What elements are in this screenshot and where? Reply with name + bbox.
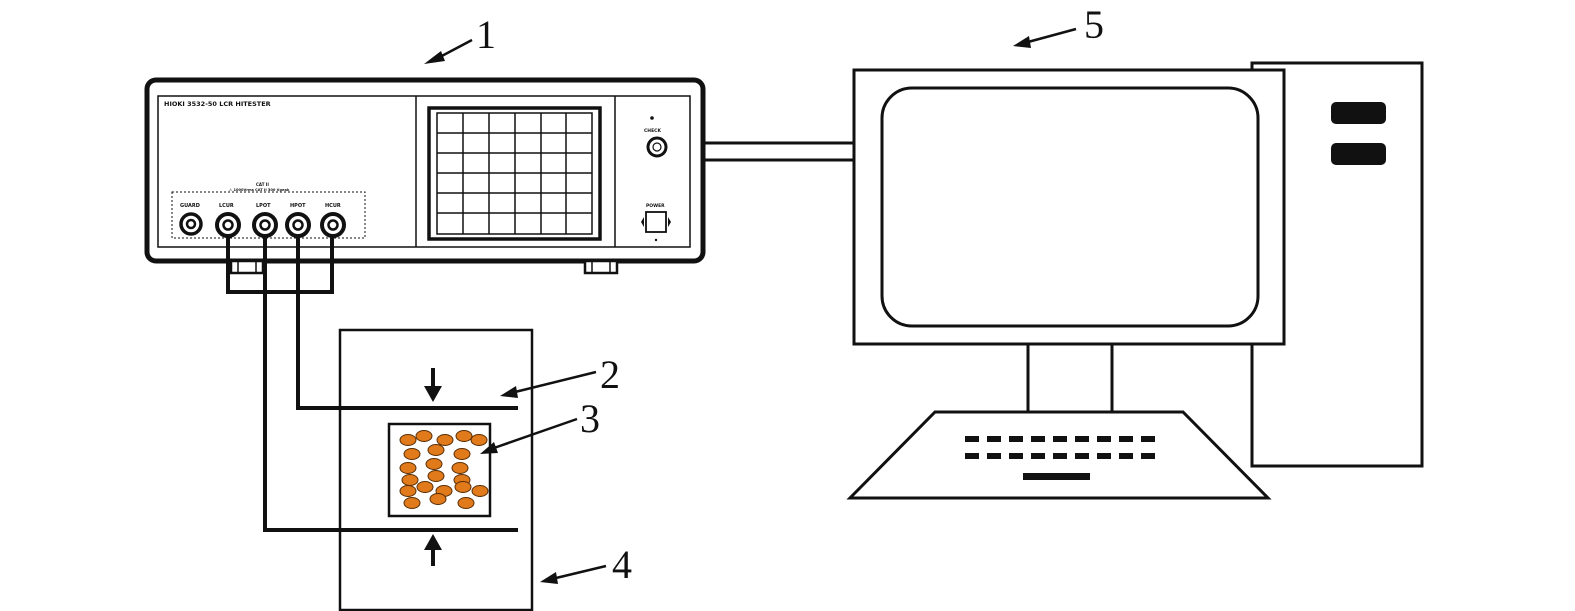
terminal-hcur[interactable]: HCUR xyxy=(320,203,346,238)
monitor xyxy=(852,68,1286,414)
power-switch[interactable] xyxy=(641,211,671,242)
particle xyxy=(403,497,421,509)
terminal-group-label: CAT II xyxy=(256,182,269,187)
callout-1: 1 xyxy=(424,12,496,64)
test-fixture xyxy=(338,328,534,611)
model-label: HIOKI 3532-50 LCR HITESTER xyxy=(164,100,271,108)
terminal-lcur[interactable]: LCUR xyxy=(215,203,241,238)
particle xyxy=(455,430,473,442)
svg-text:GUARD: GUARD xyxy=(180,203,200,209)
keyboard-key xyxy=(965,453,979,459)
particle xyxy=(457,497,475,509)
particle xyxy=(416,481,434,493)
particle xyxy=(401,474,419,486)
drive-bay-1 xyxy=(1331,102,1386,124)
keyboard-key xyxy=(1141,453,1155,459)
keyboard-key xyxy=(987,453,1001,459)
keyboard-key xyxy=(1097,453,1111,459)
meter-foot-right xyxy=(583,259,619,275)
keyboard-key xyxy=(1053,436,1067,442)
callout-2-label: 2 xyxy=(600,352,620,397)
keyboard-key xyxy=(1075,436,1089,442)
particle xyxy=(471,485,489,497)
callout-5-label: 5 xyxy=(1084,2,1104,47)
callout-4: 4 xyxy=(540,542,632,587)
callout-3-label: 3 xyxy=(580,396,600,441)
control-knob[interactable] xyxy=(646,136,668,158)
keyboard-key xyxy=(965,436,979,442)
particle xyxy=(436,434,454,446)
data-link-cable xyxy=(703,141,854,162)
keyboard-key xyxy=(1119,436,1133,442)
keyboard-key xyxy=(1141,436,1155,442)
callout-5: 5 xyxy=(1013,2,1104,48)
callout-1-label: 1 xyxy=(476,12,496,57)
keyboard-key xyxy=(1009,453,1023,459)
keyboard-keys xyxy=(965,436,1155,459)
computer xyxy=(846,61,1424,500)
terminal-group-note: ⚠ 1000Vrms CAT II 300 Vpeak xyxy=(229,188,290,192)
particle xyxy=(453,448,471,460)
particle xyxy=(427,470,445,482)
particle xyxy=(470,434,488,446)
callout-2: 2 xyxy=(500,352,620,398)
lcr-meter: HIOKI 3532-50 LCR HITESTER CHECK xyxy=(144,77,706,275)
keyboard-key xyxy=(1031,453,1045,459)
callout-4-label: 4 xyxy=(612,542,632,587)
particle xyxy=(425,458,443,470)
keyboard-key xyxy=(1097,436,1111,442)
keyboard-key xyxy=(1075,453,1089,459)
particle xyxy=(429,493,447,505)
keyboard-key xyxy=(1009,436,1023,442)
monitor-screen xyxy=(880,86,1260,328)
measurement-cables xyxy=(226,236,518,532)
keyboard-key xyxy=(987,436,1001,442)
keyboard xyxy=(846,410,1272,500)
particle xyxy=(399,434,417,446)
keyboard-key xyxy=(1053,453,1067,459)
particle xyxy=(399,485,417,497)
svg-text:HCUR: HCUR xyxy=(325,203,341,209)
bottom-electrode-arrow xyxy=(424,534,442,566)
svg-text:LPOT: LPOT xyxy=(256,203,271,209)
particle xyxy=(427,444,445,456)
particle xyxy=(403,448,421,460)
callout-3: 3 xyxy=(480,396,600,454)
meter-display xyxy=(427,106,602,241)
power-label: POWER xyxy=(646,203,665,209)
svg-text:HPOT: HPOT xyxy=(290,203,306,209)
keyboard-spacebar xyxy=(1023,473,1090,480)
keyboard-key xyxy=(1119,453,1133,459)
top-electrode-arrow xyxy=(424,368,442,402)
svg-text:LCUR: LCUR xyxy=(219,203,234,209)
sample-particles xyxy=(399,430,489,509)
particle xyxy=(451,462,469,474)
particle xyxy=(454,481,472,493)
drive-bay-2 xyxy=(1331,143,1386,165)
check-label: CHECK xyxy=(644,128,661,134)
particle xyxy=(415,430,433,442)
terminal-guard[interactable]: GUARD xyxy=(179,203,203,236)
keyboard-key xyxy=(1031,436,1045,442)
monitor-stand xyxy=(1026,342,1114,414)
sample xyxy=(387,422,492,518)
particle xyxy=(399,462,417,474)
meter-foot-left xyxy=(229,259,265,275)
